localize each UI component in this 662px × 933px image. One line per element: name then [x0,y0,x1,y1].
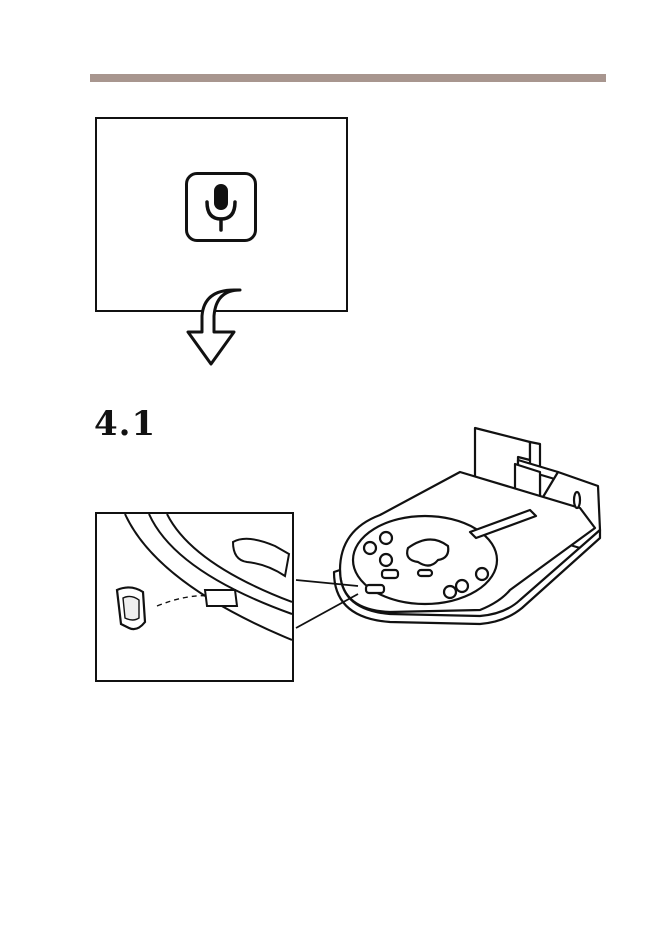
microphone-icon [188,175,254,239]
microphone-badge [185,172,257,242]
section-number: 4.1 [94,407,156,441]
cover-plug-illustration [97,514,292,680]
microphone-panel [95,117,348,312]
curved-down-arrow-icon [178,286,244,368]
detail-inset [95,512,294,682]
header-rule [90,74,606,82]
